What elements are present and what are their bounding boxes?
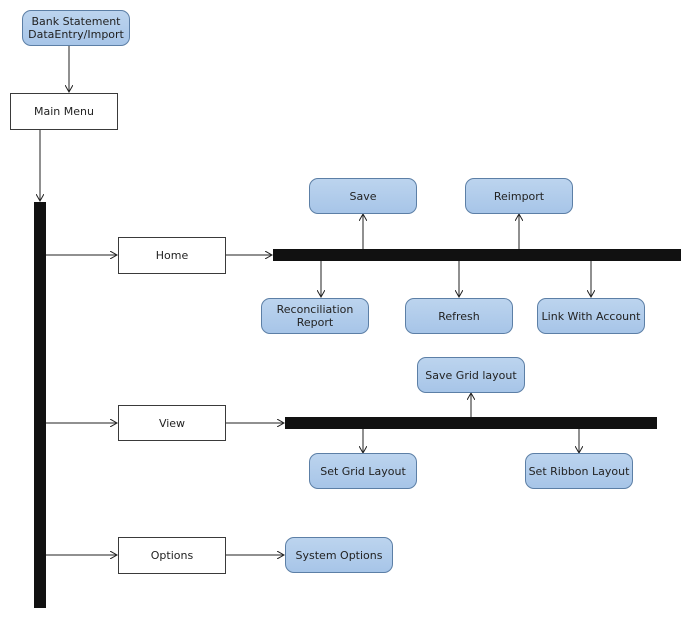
reimport-node: Reimport: [465, 178, 573, 214]
home-fork-bar: [273, 249, 681, 261]
view-fork-bar: [285, 417, 657, 429]
view-node: View: [118, 405, 226, 441]
reconciliation-report-node: Reconciliation Report: [261, 298, 369, 334]
home-node: Home: [118, 237, 226, 274]
save-node: Save: [309, 178, 417, 214]
set-grid-layout-node: Set Grid Layout: [309, 453, 417, 489]
refresh-node: Refresh: [405, 298, 513, 334]
main-menu-node: Main Menu: [10, 93, 118, 130]
start-node: Bank Statement DataEntry/Import: [22, 10, 130, 46]
set-ribbon-layout-node: Set Ribbon Layout: [525, 453, 633, 489]
link-with-account-node: Link With Account: [537, 298, 645, 334]
system-options-node: System Options: [285, 537, 393, 573]
main-fork-bar: [34, 202, 46, 608]
save-grid-layout-node: Save Grid layout: [417, 357, 525, 393]
options-node: Options: [118, 537, 226, 574]
